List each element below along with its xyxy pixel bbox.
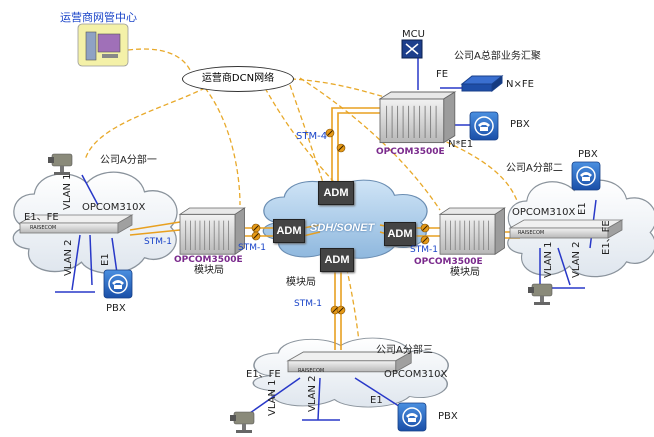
adm-left: ADM [273, 219, 305, 243]
branch1-e1fe-label: E1、FE [24, 212, 59, 223]
branch3-vlan1-label: VLAN 1 [267, 379, 278, 416]
nms-workstation [77, 23, 129, 67]
branch2-title: 公司A分部二 [506, 163, 563, 174]
branch2-brand-label: RAISECOM [518, 230, 545, 236]
branch1-e1-label: E1 [100, 253, 111, 266]
branch1-device-label: OPCOM310X [82, 202, 146, 213]
hq-pbx-icon [469, 111, 499, 141]
right-office-opcom3500e [439, 207, 506, 255]
mcu-device [401, 39, 423, 59]
branch1-title: 公司A分部一 [100, 155, 157, 166]
branch2-vlan1-label: VLAN 1 [543, 241, 554, 278]
nms-title: 运营商网管中心 [60, 11, 137, 24]
branch3-camera-icon [229, 411, 255, 434]
hq-ne1-label: N*E1 [448, 139, 474, 150]
adm-bottom: ADM [320, 248, 354, 272]
branch1-brand-label: RAISECOM [30, 225, 57, 231]
branch1-vlan2-label: VLAN 2 [63, 239, 74, 276]
branch1-pbx-label: PBX [106, 303, 126, 314]
dcn-network-label: 运营商DCN网络 [182, 66, 294, 92]
branch2-e1-label: E1 [577, 202, 588, 215]
right-office-device-label: OPCOM3500E [414, 257, 483, 267]
left-office-module-label: 模块局 [194, 265, 224, 276]
adm-right: ADM [384, 222, 416, 246]
branch3-vlan2-label: VLAN 2 [307, 375, 318, 412]
branch2-pbx-label: PBX [578, 149, 598, 160]
hq-fe-label: FE [436, 69, 449, 80]
branch2-camera-icon [527, 283, 553, 306]
branch3-device-label: OPCOM310X [384, 369, 448, 380]
sdh-core-label: SDH/SONET [310, 222, 375, 234]
branch1-camera-icon [47, 153, 73, 176]
hq-opcom3500e [379, 91, 456, 144]
right-office-module-label: 模块局 [450, 267, 480, 278]
branch1-pbx-icon [103, 269, 133, 299]
branch2-vlan2-label: VLAN 2 [571, 241, 582, 278]
branch3-brand-label: RAISECOM [298, 368, 325, 374]
left-office-device-label: OPCOM3500E [174, 255, 243, 265]
hq-device-label: OPCOM3500E [376, 147, 445, 157]
branch3-e1fe-label: E1、FE [246, 369, 281, 380]
hq-stm-label: STM-4 [296, 131, 328, 142]
left-office-opcom3500e [179, 207, 246, 255]
adm-top: ADM [318, 181, 354, 205]
hq-mcu-label: MCU [402, 29, 425, 40]
left-adm-stm-label: STM-1 [238, 243, 266, 253]
hq-title: 公司A总部业务汇聚 [454, 51, 541, 62]
left-office-stm-label: STM-1 [144, 237, 172, 247]
hq-pbx-label: PBX [510, 119, 530, 130]
branch2-pbx-icon [571, 161, 601, 191]
branch3-pbx-label: PBX [438, 411, 458, 422]
bottom-office-stm-label: STM-1 [294, 299, 322, 309]
bottom-office-module-label: 模块局 [286, 277, 316, 288]
branch2-device-label: OPCOM310X [512, 207, 576, 218]
hq-nxfe-label: N×FE [506, 79, 534, 90]
branch2-e1fe-label: E1、FE [601, 220, 612, 255]
branch1-vlan1-label: VLAN 1 [62, 173, 73, 210]
branch3-pbx-icon [397, 402, 427, 432]
right-office-stm-label: STM-1 [410, 245, 438, 255]
branch3-e1-label: E1 [370, 395, 383, 406]
hq-switch [460, 74, 504, 93]
branch3-title: 公司A分部三 [376, 345, 433, 356]
